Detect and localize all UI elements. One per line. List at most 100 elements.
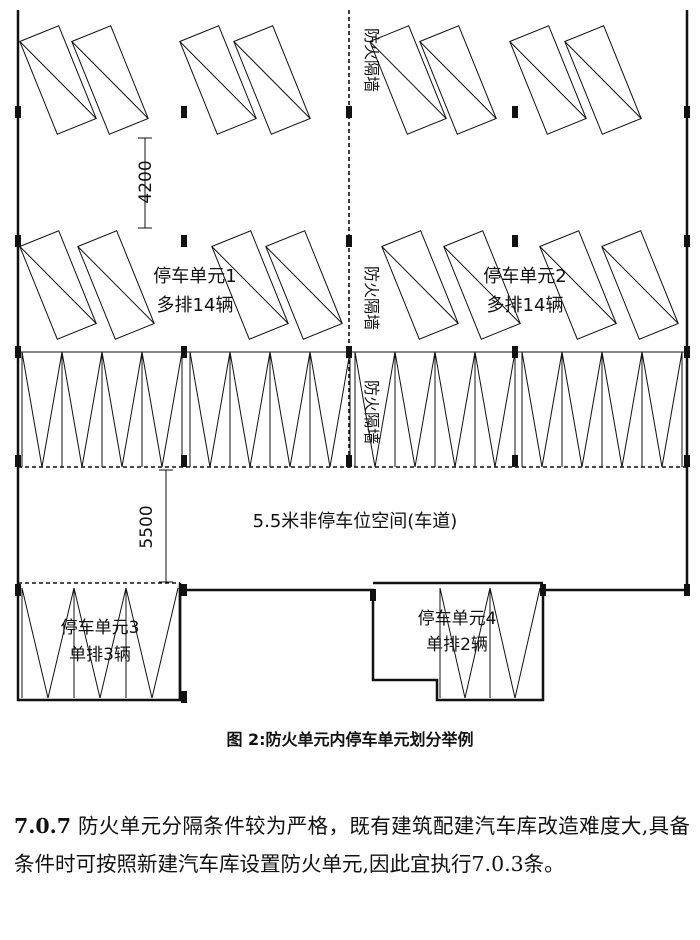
unit3-stall-v-right-2 [99, 587, 127, 699]
structural-column-8 [346, 235, 352, 247]
stall-v-left-b1-4 [141, 351, 163, 468]
tilted-stall-row2-3-diagonal [211, 246, 289, 324]
unit4-stall-v-right-1 [464, 587, 491, 699]
stall-v-right-b3-4 [494, 351, 516, 468]
stall-v-left-b4-1 [521, 351, 543, 468]
stall-v-left-b4-3 [601, 351, 623, 468]
unit4-name: 停车单元4 [418, 609, 497, 629]
stall-v-right-b4-3 [621, 351, 643, 468]
unit4-stall-v-left-2 [489, 587, 516, 699]
unit3-desc: 单排3辆 [69, 645, 131, 665]
structural-column-1 [15, 106, 21, 118]
plan-linework [15, 10, 690, 703]
unit4-desc: 单排2辆 [426, 635, 488, 655]
structural-column-21 [15, 584, 21, 596]
stall-v-left-b2-4 [309, 351, 331, 468]
stall-v-left-b1-2 [61, 351, 83, 468]
tilted-stall-row2-5-diagonal [381, 246, 459, 324]
firewall-label-top: 防火隔墙 [362, 28, 381, 92]
clause-paragraph: 7.0.7 防火单元分隔条件较为严格，既有建筑配建汽车库改造难度大,具备条件时可… [14, 807, 690, 883]
stall-v-right-b3-2 [414, 351, 436, 468]
stall-v-right-b3-1 [374, 351, 396, 468]
unit3-stall-v-right-3 [151, 587, 179, 699]
stall-v-right-b2-2 [249, 351, 271, 468]
unit1-desc: 多排14辆 [157, 295, 234, 316]
stall-v-left-b1-1 [21, 351, 43, 468]
structural-column-14 [512, 346, 518, 358]
outer-boundary-wall [16, 10, 689, 702]
structural-column-10 [684, 235, 690, 247]
structural-column-17 [181, 455, 187, 467]
stall-v-right-b1-1 [41, 351, 63, 468]
tilted-stall-row1-7-diagonal [509, 41, 587, 119]
dimension-4200-label: 4200 [136, 160, 156, 203]
tilted-stall-row2-1-diagonal [19, 246, 97, 324]
stall-v-right-b2-4 [329, 351, 351, 468]
structural-column-12 [181, 346, 187, 358]
tilted-stall-row1-1-diagonal [19, 41, 97, 119]
tilted-stall-row2-2-diagonal [77, 246, 155, 324]
unit4-stall-v-right-2 [514, 587, 541, 699]
unit3-stall-v-left-2 [73, 587, 101, 699]
stall-v-right-b4-1 [541, 351, 563, 468]
stall-v-right-b1-3 [121, 351, 143, 468]
structural-column-4 [512, 106, 518, 118]
stall-v-right-b4-4 [661, 351, 683, 468]
plan-labels: 4200 5500 防火隔墙 防火隔墙 防火隔墙 停车单元1 多排14辆 停车单… [61, 28, 567, 665]
tilted-stall-row2-7-diagonal [539, 246, 617, 324]
structural-column-13 [346, 346, 352, 358]
structural-column-19 [512, 455, 518, 467]
stall-v-left-b4-2 [561, 351, 583, 468]
tilted-stall-row2-8-diagonal [601, 246, 679, 324]
structural-column-3 [346, 106, 352, 118]
structural-column-26 [181, 691, 187, 703]
unit1-name: 停车单元1 [153, 266, 236, 287]
structural-column-23 [370, 589, 376, 601]
stall-v-right-b4-2 [581, 351, 603, 468]
tilted-stall-row1-2-diagonal [71, 41, 149, 119]
stall-v-left-b3-1 [354, 351, 376, 468]
clause-text: 防火单元分隔条件较为严格，既有建筑配建汽车库改造难度大,具备条件时可按照新建汽车… [14, 813, 690, 876]
structural-column-16 [15, 455, 21, 467]
aisle-label: 5.5米非停车位空间(车道) [253, 511, 458, 532]
structural-column-2 [181, 106, 187, 118]
stall-v-right-b3-3 [454, 351, 476, 468]
tilted-stall-row1-5-diagonal [369, 41, 447, 119]
structural-column-11 [15, 346, 21, 358]
unit4-stall-v-left-1 [439, 587, 466, 699]
structural-column-22 [181, 584, 187, 596]
structural-column-15 [684, 346, 690, 358]
structural-column-25 [684, 584, 690, 596]
firewall-label-middle: 防火隔墙 [362, 266, 381, 330]
tilted-stall-row1-3-diagonal [179, 41, 257, 119]
stall-v-right-b2-3 [289, 351, 311, 468]
unit2-name: 停车单元2 [483, 266, 566, 287]
tilted-stall-row1-4-diagonal [233, 41, 311, 119]
structural-column-5 [684, 106, 690, 118]
tilted-stall-row1-6-diagonal [419, 41, 497, 119]
stall-v-left-b3-3 [434, 351, 456, 468]
stall-v-left-b2-1 [189, 351, 211, 468]
unit3-name: 停车单元3 [61, 618, 140, 638]
structural-column-6 [15, 235, 21, 247]
structural-column-18 [346, 455, 352, 467]
stall-v-right-b1-2 [81, 351, 103, 468]
clause-number: 7.0.7 [14, 813, 72, 838]
unit3-stall-v-left-1 [21, 587, 49, 699]
stall-v-left-b2-3 [269, 351, 291, 468]
parking-plan-diagram: 4200 5500 防火隔墙 防火隔墙 防火隔墙 停车单元1 多排14辆 停车单… [15, 10, 690, 703]
structural-column-24 [540, 584, 546, 596]
structural-column-9 [512, 235, 518, 247]
structural-column-20 [684, 455, 690, 467]
stall-v-left-b4-4 [641, 351, 663, 468]
tilted-stall-row1-3 [179, 25, 257, 135]
tilted-stall-row1-8-diagonal [564, 41, 642, 119]
unit3-stall-v-right-1 [47, 587, 75, 699]
stall-v-right-b1-4 [161, 351, 183, 468]
dimension-5500-label: 5500 [137, 505, 157, 548]
stall-v-right-b2-1 [209, 351, 231, 468]
unit2-desc: 多排14辆 [487, 295, 564, 316]
stall-v-left-b3-2 [394, 351, 416, 468]
unit3-stall-v-left-3 [125, 587, 153, 699]
stall-v-left-b2-2 [229, 351, 251, 468]
